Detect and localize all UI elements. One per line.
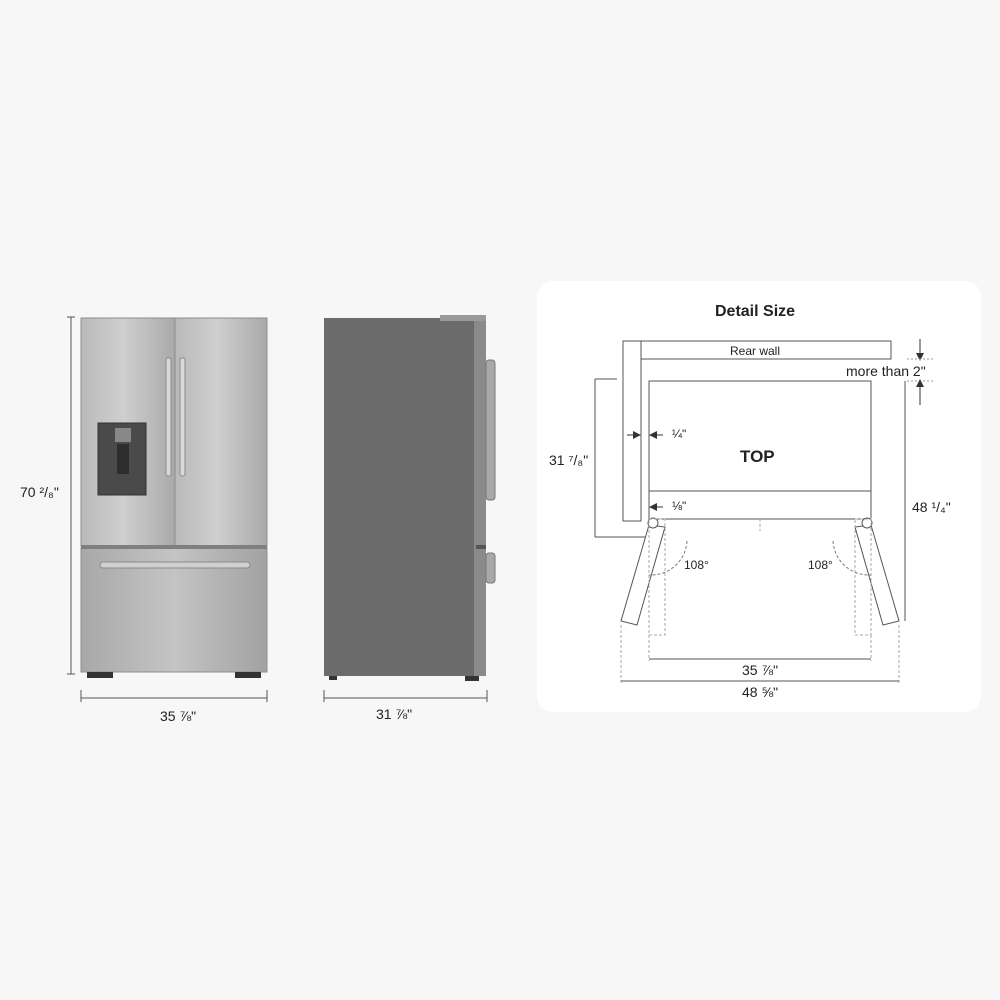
clearance-label: more than 2" — [846, 363, 926, 379]
side-view-drawing — [323, 315, 496, 702]
front-gap-arrow — [649, 503, 657, 511]
front-height-label: 70 ²/₈" — [20, 484, 59, 500]
front-gap-label: ⅛" — [672, 499, 687, 513]
side-gap-arrow-left — [633, 431, 641, 439]
detail-top-view-diagram — [594, 339, 933, 683]
fridge-top-body — [648, 380, 872, 492]
front-view-drawing — [67, 316, 268, 702]
side-depth-label: 31 ⅞" — [376, 706, 413, 722]
right-angle-label: 108° — [808, 558, 833, 572]
left-open-door — [620, 524, 666, 626]
side-wall — [622, 340, 642, 522]
front-width-label: 35 ⅞" — [160, 708, 197, 724]
right-door-handle — [179, 357, 186, 477]
side-gap-arrow-right — [649, 431, 657, 439]
fridge-side-panel — [324, 318, 474, 676]
detail-width-label: 35 ⅞" — [742, 662, 779, 678]
drawer-handle — [99, 561, 251, 569]
fridge-right-door — [174, 317, 268, 547]
left-door-handle — [165, 357, 172, 477]
side-gap-label: ¼" — [672, 427, 687, 441]
detail-open-depth-label: 48 ¹/₄" — [912, 499, 951, 515]
top-label: TOP — [740, 447, 775, 466]
side-drawer-handle — [485, 552, 496, 584]
door-strip — [648, 490, 872, 520]
rear-wall-label: Rear wall — [730, 344, 781, 358]
side-door-handle — [485, 359, 496, 501]
left-angle-label: 108° — [684, 558, 709, 572]
detail-open-width-label: 48 ⅝" — [742, 684, 779, 700]
detail-depth-label: 31 ⁷/₈" — [549, 452, 589, 468]
right-open-door — [854, 524, 900, 626]
detail-title: Detail Size — [715, 303, 796, 320]
